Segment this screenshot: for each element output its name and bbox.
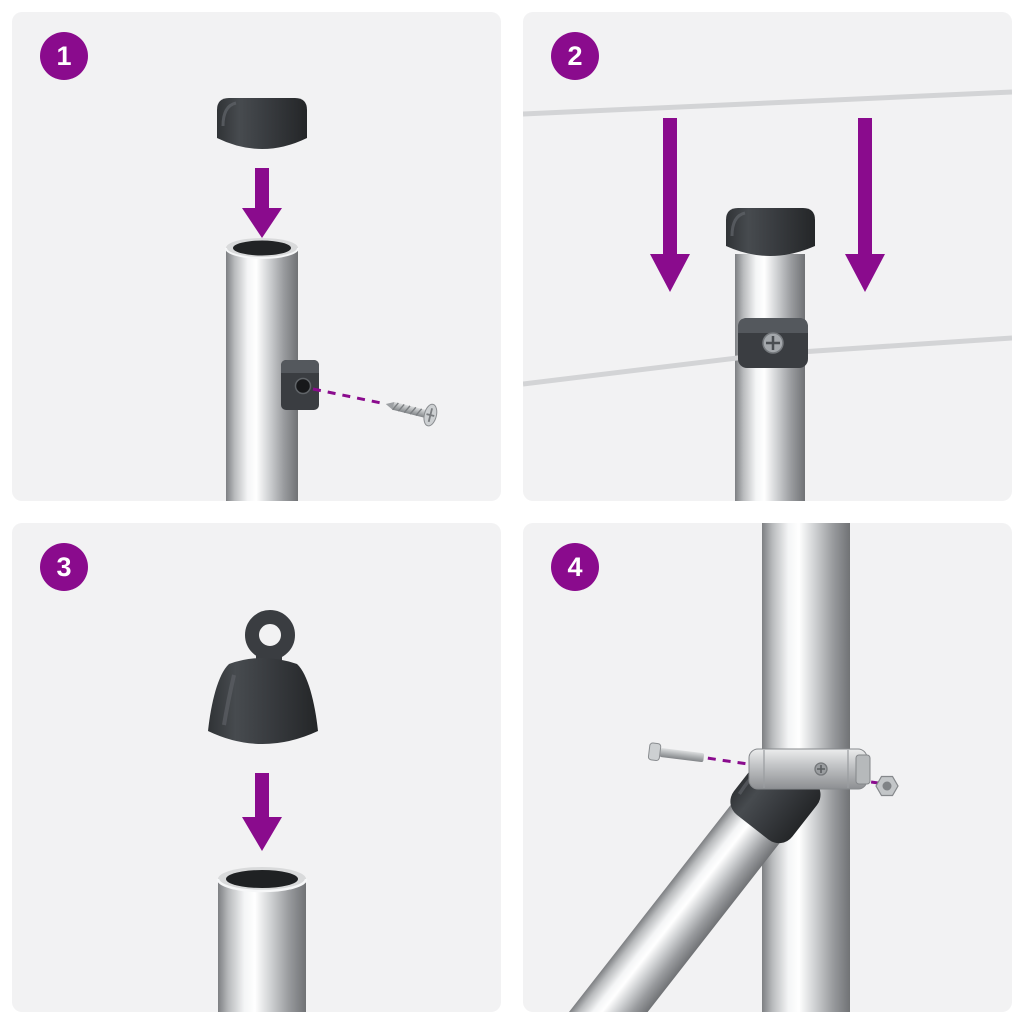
clamp-band-creases: [763, 750, 849, 788]
step-badge: 4: [551, 543, 599, 591]
step-number: 4: [567, 552, 582, 582]
bolt-head: [647, 742, 662, 761]
metal-post: [216, 867, 308, 1012]
post-hollow: [233, 240, 291, 256]
screw-threads: [392, 402, 423, 417]
cap-body: [208, 658, 318, 744]
clamp-band: [748, 748, 868, 790]
cap-highlight: [730, 211, 746, 237]
screw-clamp: [281, 360, 319, 410]
step-1-illustration: [217, 98, 438, 501]
down-arrow-icon: [242, 168, 282, 238]
top-wire: [523, 89, 1012, 117]
step-badge: 1: [40, 32, 88, 80]
cap-highlight: [221, 101, 237, 127]
step-panel-4: 4: [523, 523, 1012, 1012]
clamp-top-bevel: [281, 360, 319, 373]
screw: [385, 402, 438, 427]
step-panel-3: 3: [12, 523, 501, 1012]
step-4-illustration: [557, 523, 899, 1012]
assembly-dashed-line: [312, 387, 387, 406]
clamp-hole-rim: [294, 377, 312, 395]
step-badge: 3: [40, 543, 88, 591]
pipe-clamp: [748, 748, 871, 790]
step-badge: 2: [551, 32, 599, 80]
post-body: [218, 879, 306, 1012]
clamp-hole: [295, 378, 311, 394]
cap-highlight: [222, 674, 236, 726]
cap-body: [217, 98, 307, 149]
bolt-shaft: [659, 748, 705, 762]
eyelet-cap: [208, 610, 318, 744]
down-arrow-icon: [242, 773, 282, 851]
eyelet-loop: [245, 610, 295, 660]
post-cap: [217, 98, 307, 149]
step-panel-1: 1: [12, 12, 501, 501]
screw-shaft: [392, 402, 428, 418]
clamp-top-bevel: [738, 318, 808, 333]
screw-tip: [385, 402, 395, 410]
step-badge-circle: [551, 32, 599, 80]
step-panel-2: 2: [523, 12, 1012, 501]
post-rim-highlight: [225, 247, 299, 259]
post-hollow: [226, 870, 298, 888]
step-number: 3: [56, 552, 71, 582]
clamp-flange: [855, 754, 871, 785]
step-badge-circle: [40, 543, 88, 591]
step-2-illustration: [523, 89, 1012, 501]
down-arrow-icon-right: [845, 118, 885, 292]
metal-post: [735, 254, 805, 501]
brace-body: [557, 759, 816, 1012]
post-cap: [726, 208, 815, 256]
step-number: 1: [56, 41, 71, 71]
bolt: [647, 742, 705, 762]
step-3-illustration: [208, 610, 318, 1012]
nut-hole: [882, 781, 892, 791]
step-badge-circle: [40, 32, 88, 80]
cap-body: [726, 208, 815, 256]
nut: [875, 775, 899, 797]
step-number: 2: [567, 41, 582, 71]
clamp-bolt-slot: [817, 765, 825, 773]
screw-head-slot: [426, 408, 435, 423]
clamp-screw-slot: [766, 336, 780, 350]
wire-clamp: [738, 318, 808, 368]
post-rim-highlight: [216, 878, 308, 893]
down-arrow-icon-left: [650, 118, 690, 292]
step-badge-circle: [551, 543, 599, 591]
